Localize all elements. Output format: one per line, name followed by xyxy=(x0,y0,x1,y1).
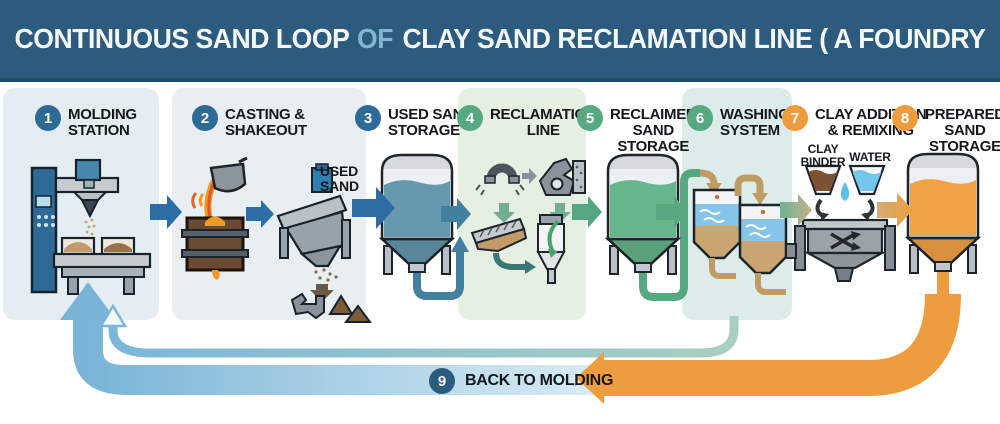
arrow-4-5 xyxy=(572,196,602,228)
used-sand-annotation: USED SAND xyxy=(320,163,359,195)
station-1-number-badge: 1 xyxy=(35,105,61,131)
title-accent: OF xyxy=(357,23,394,54)
title-right: CLAY SAND RECLAMATION LINE ( A FOUNDRY xyxy=(402,23,986,54)
station-6-header: 6 WASHING SYSTEM xyxy=(687,105,790,139)
station-1-header: 1 MOLDING STATION xyxy=(35,105,137,139)
back-to-molding-label: BACK TO MOLDING xyxy=(465,372,614,389)
arrow-2-3 xyxy=(352,187,395,229)
arrow-3-4 xyxy=(441,198,471,230)
station-2-label: CASTING & SHAKEOUT xyxy=(225,106,307,140)
casting-illustration xyxy=(181,156,249,280)
station-5-label: RECLAIMED SAND STORAGE xyxy=(610,106,697,156)
arrow-5-6 xyxy=(656,196,688,228)
station-9-number-badge: 9 xyxy=(429,368,455,394)
loop-orange-band xyxy=(576,270,961,404)
silo3-recirculation-pipe xyxy=(413,236,469,300)
loop-blue-band xyxy=(60,282,600,395)
title-left: CONTINUOUS SAND LOOP xyxy=(14,23,350,54)
arrow-7-8 xyxy=(877,193,913,227)
station-8-header: 8 PREPARED SAND STORAGE xyxy=(892,105,1000,155)
silo5-transfer-pipe xyxy=(639,169,700,301)
station-1-label: MOLDING STATION xyxy=(68,106,137,140)
station-6-number-badge: 6 xyxy=(687,105,713,131)
station-2-number-badge: 2 xyxy=(192,105,218,131)
used-sand-silo xyxy=(378,153,456,275)
mixer-illustration xyxy=(785,164,896,282)
arrow-6-7 xyxy=(780,194,812,226)
return-step: 9 BACK TO MOLDING xyxy=(429,368,613,394)
loop-water-band xyxy=(98,303,739,358)
washing-system-illustration xyxy=(692,169,788,295)
station-5-number-badge: 5 xyxy=(577,105,603,131)
station-7-number-badge: 7 xyxy=(782,105,808,131)
station-8-number-badge: 8 xyxy=(892,105,918,131)
station-4-number-badge: 4 xyxy=(457,105,483,131)
station-4-label: RECLAMATION LINE xyxy=(490,106,597,140)
flow-arrows xyxy=(150,187,913,230)
station-2-header: 2 CASTING & SHAKEOUT xyxy=(192,105,307,139)
arrow-casting-shakeout xyxy=(246,200,274,228)
station-3-number-badge: 3 xyxy=(355,105,381,131)
station-6-label: WASHING SYSTEM xyxy=(720,106,790,140)
station-3-header: 3 USED SAND STORAGE xyxy=(355,105,474,139)
arrow-1-2 xyxy=(150,195,182,229)
water-annotation: WATER xyxy=(849,150,891,164)
reclamation-line-illustration xyxy=(470,157,586,284)
molding-machine-illustration xyxy=(30,158,152,295)
station-5-header: 5 RECLAIMED SAND STORAGE xyxy=(577,105,697,156)
prepared-sand-silo xyxy=(904,152,982,274)
station-8-label: PREPARED SAND STORAGE xyxy=(925,106,1000,156)
station-4-header: 4 RECLAMATION LINE xyxy=(457,105,597,140)
shakeout-illustration xyxy=(276,163,372,323)
clay-binder-annotation: CLAY BINDER xyxy=(800,142,846,170)
